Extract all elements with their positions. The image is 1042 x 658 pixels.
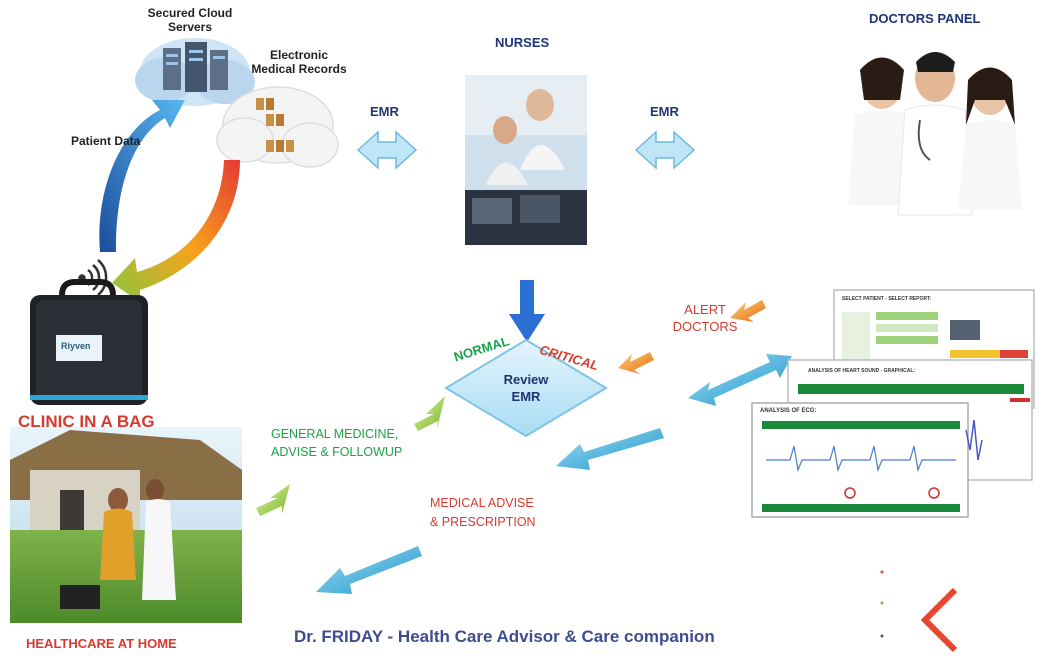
patient-data-label: Patient Data <box>71 134 141 148</box>
medical-advise-line1: MEDICAL ADVISE <box>430 496 534 510</box>
bag-brand-label: Riyven <box>61 341 91 351</box>
advise-arrow <box>556 428 664 470</box>
wifi-icon <box>78 259 108 296</box>
doctors-photo <box>848 52 1022 216</box>
patient-data-arrow <box>99 100 185 252</box>
medical-records-cloud-icon <box>216 86 339 168</box>
healthcare-at-home-label: HEALTHCARE AT HOME <box>26 636 177 651</box>
emr-left-arrow <box>356 130 418 170</box>
review-emr-label-line1: Review <box>503 372 549 387</box>
report1-title: SELECT PATIENT - SELECT REPORT: <box>842 296 932 302</box>
general-medicine-line1: GENERAL MEDICINE, <box>271 427 399 441</box>
normal-general-arrow <box>414 396 445 431</box>
general-medicine-line2: ADVISE & FOLLOWUP <box>271 445 403 459</box>
medical-advise-line2: & PRESCRIPTION <box>430 515 536 529</box>
review-emr-label-line2: EMR <box>511 389 541 404</box>
critical-alert-arrow <box>618 352 654 374</box>
prescription-home-arrow <box>316 546 422 594</box>
review-emr-diamond <box>444 338 608 438</box>
decorative-chevron-icon <box>880 570 958 653</box>
clinic-bag-icon <box>30 279 148 405</box>
nurses-label: NURSES <box>495 35 550 50</box>
emr-right-arrow <box>634 130 696 170</box>
review-down-arrow <box>509 280 545 342</box>
report2-title: ANALYSIS OF HEART SOUND - GRAPHICAL: <box>808 368 916 374</box>
doctors-panel-label: DOCTORS PANEL <box>869 11 981 26</box>
home-followup-arrow <box>256 484 290 516</box>
footer-title: Dr. FRIDAY - Health Care Advisor & Care … <box>294 627 715 646</box>
report-screenshot-3 <box>751 402 983 518</box>
reports-double-arrow <box>688 354 792 406</box>
emr-left-label: EMR <box>370 104 399 119</box>
report3-title: ANALYSIS OF ECG: <box>760 408 817 414</box>
alert-doctors-line1: ALERT <box>684 302 726 317</box>
emr-records-label: Electronic Medical Records <box>251 48 347 76</box>
cloud-servers-icon <box>135 38 255 106</box>
clinic-in-a-bag-label: CLINIC IN A BAG <box>18 412 155 431</box>
alert-doctors-arrow <box>730 300 766 322</box>
healthcare-home-photo <box>10 427 242 623</box>
emr-right-label: EMR <box>650 104 679 119</box>
records-return-arrow <box>112 160 240 302</box>
alert-doctors-line2: DOCTORS <box>672 319 738 334</box>
nurses-photo <box>465 75 587 245</box>
cloud-servers-label: Secured Cloud Servers <box>147 6 233 34</box>
